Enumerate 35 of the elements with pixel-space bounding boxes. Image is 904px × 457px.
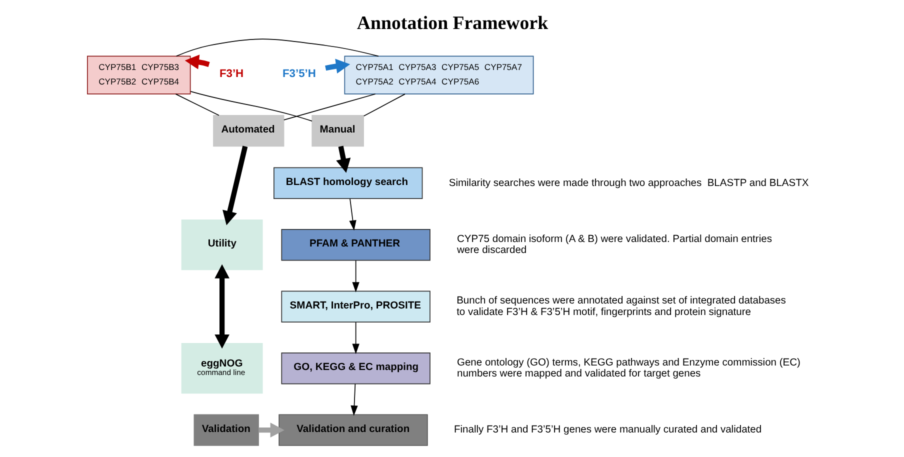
diagram-title: Annotation Framework (356, 13, 548, 34)
connector (175, 38, 378, 57)
arrow (222, 146, 248, 226)
arrow (336, 146, 350, 173)
node-label: Similarity searches were made through two approaches BLASTP and BLASTX (448, 178, 808, 189)
node-box: eggNOG command line (180, 343, 262, 394)
arrow (214, 264, 229, 349)
arrow (184, 54, 210, 70)
node-box: GO, KEGG & EC mapping (280, 352, 430, 384)
node-label: Finally F3’H and F3’5’H genes were manually curated and validated (454, 424, 762, 436)
node-label: Gene ontology (GO) terms, KEGG pathways and Enzyme commission (EC) numbers were mapped and validated for target genes (456, 357, 800, 380)
node-box: CYP75A1 CYP75A3 CYP75A5 CYP75A7 CYP75A2 CYP75A4 CYP75A6 (344, 56, 534, 94)
arrow (350, 384, 358, 416)
arrow (324, 58, 350, 74)
node-box: Utility (180, 220, 262, 270)
node-box: CYP75B1 CYP75B3 CYP75B2 CYP75B4 (86, 56, 190, 94)
connector (190, 91, 312, 122)
node-box: Manual (311, 114, 364, 147)
node-box: BLAST homology search (273, 167, 422, 199)
connector (174, 94, 219, 116)
node-box: Validation and curation (278, 414, 428, 446)
node-label: Bunch of sequences were annotated against set of integrated databases to validate F3’H & F3’5’H motif, fingerprints and protein signature (456, 296, 786, 318)
arrow (352, 322, 359, 354)
node-text: F3’5’H (282, 68, 316, 80)
node-box: Automated (212, 114, 284, 147)
connector (283, 94, 376, 120)
node-box: Validation (193, 414, 258, 446)
node-label: CYP75 domain isoform (A & B) were validated. Partial domain entries were discarded (456, 234, 772, 256)
connector (362, 94, 405, 116)
node-box: SMART, InterPro, PROSITE (280, 290, 430, 322)
node-text: F3’H (218, 68, 244, 80)
node-box: PFAM & PANTHER (280, 229, 430, 261)
arrow (348, 198, 356, 231)
arrow (258, 422, 284, 438)
arrow (352, 260, 359, 292)
